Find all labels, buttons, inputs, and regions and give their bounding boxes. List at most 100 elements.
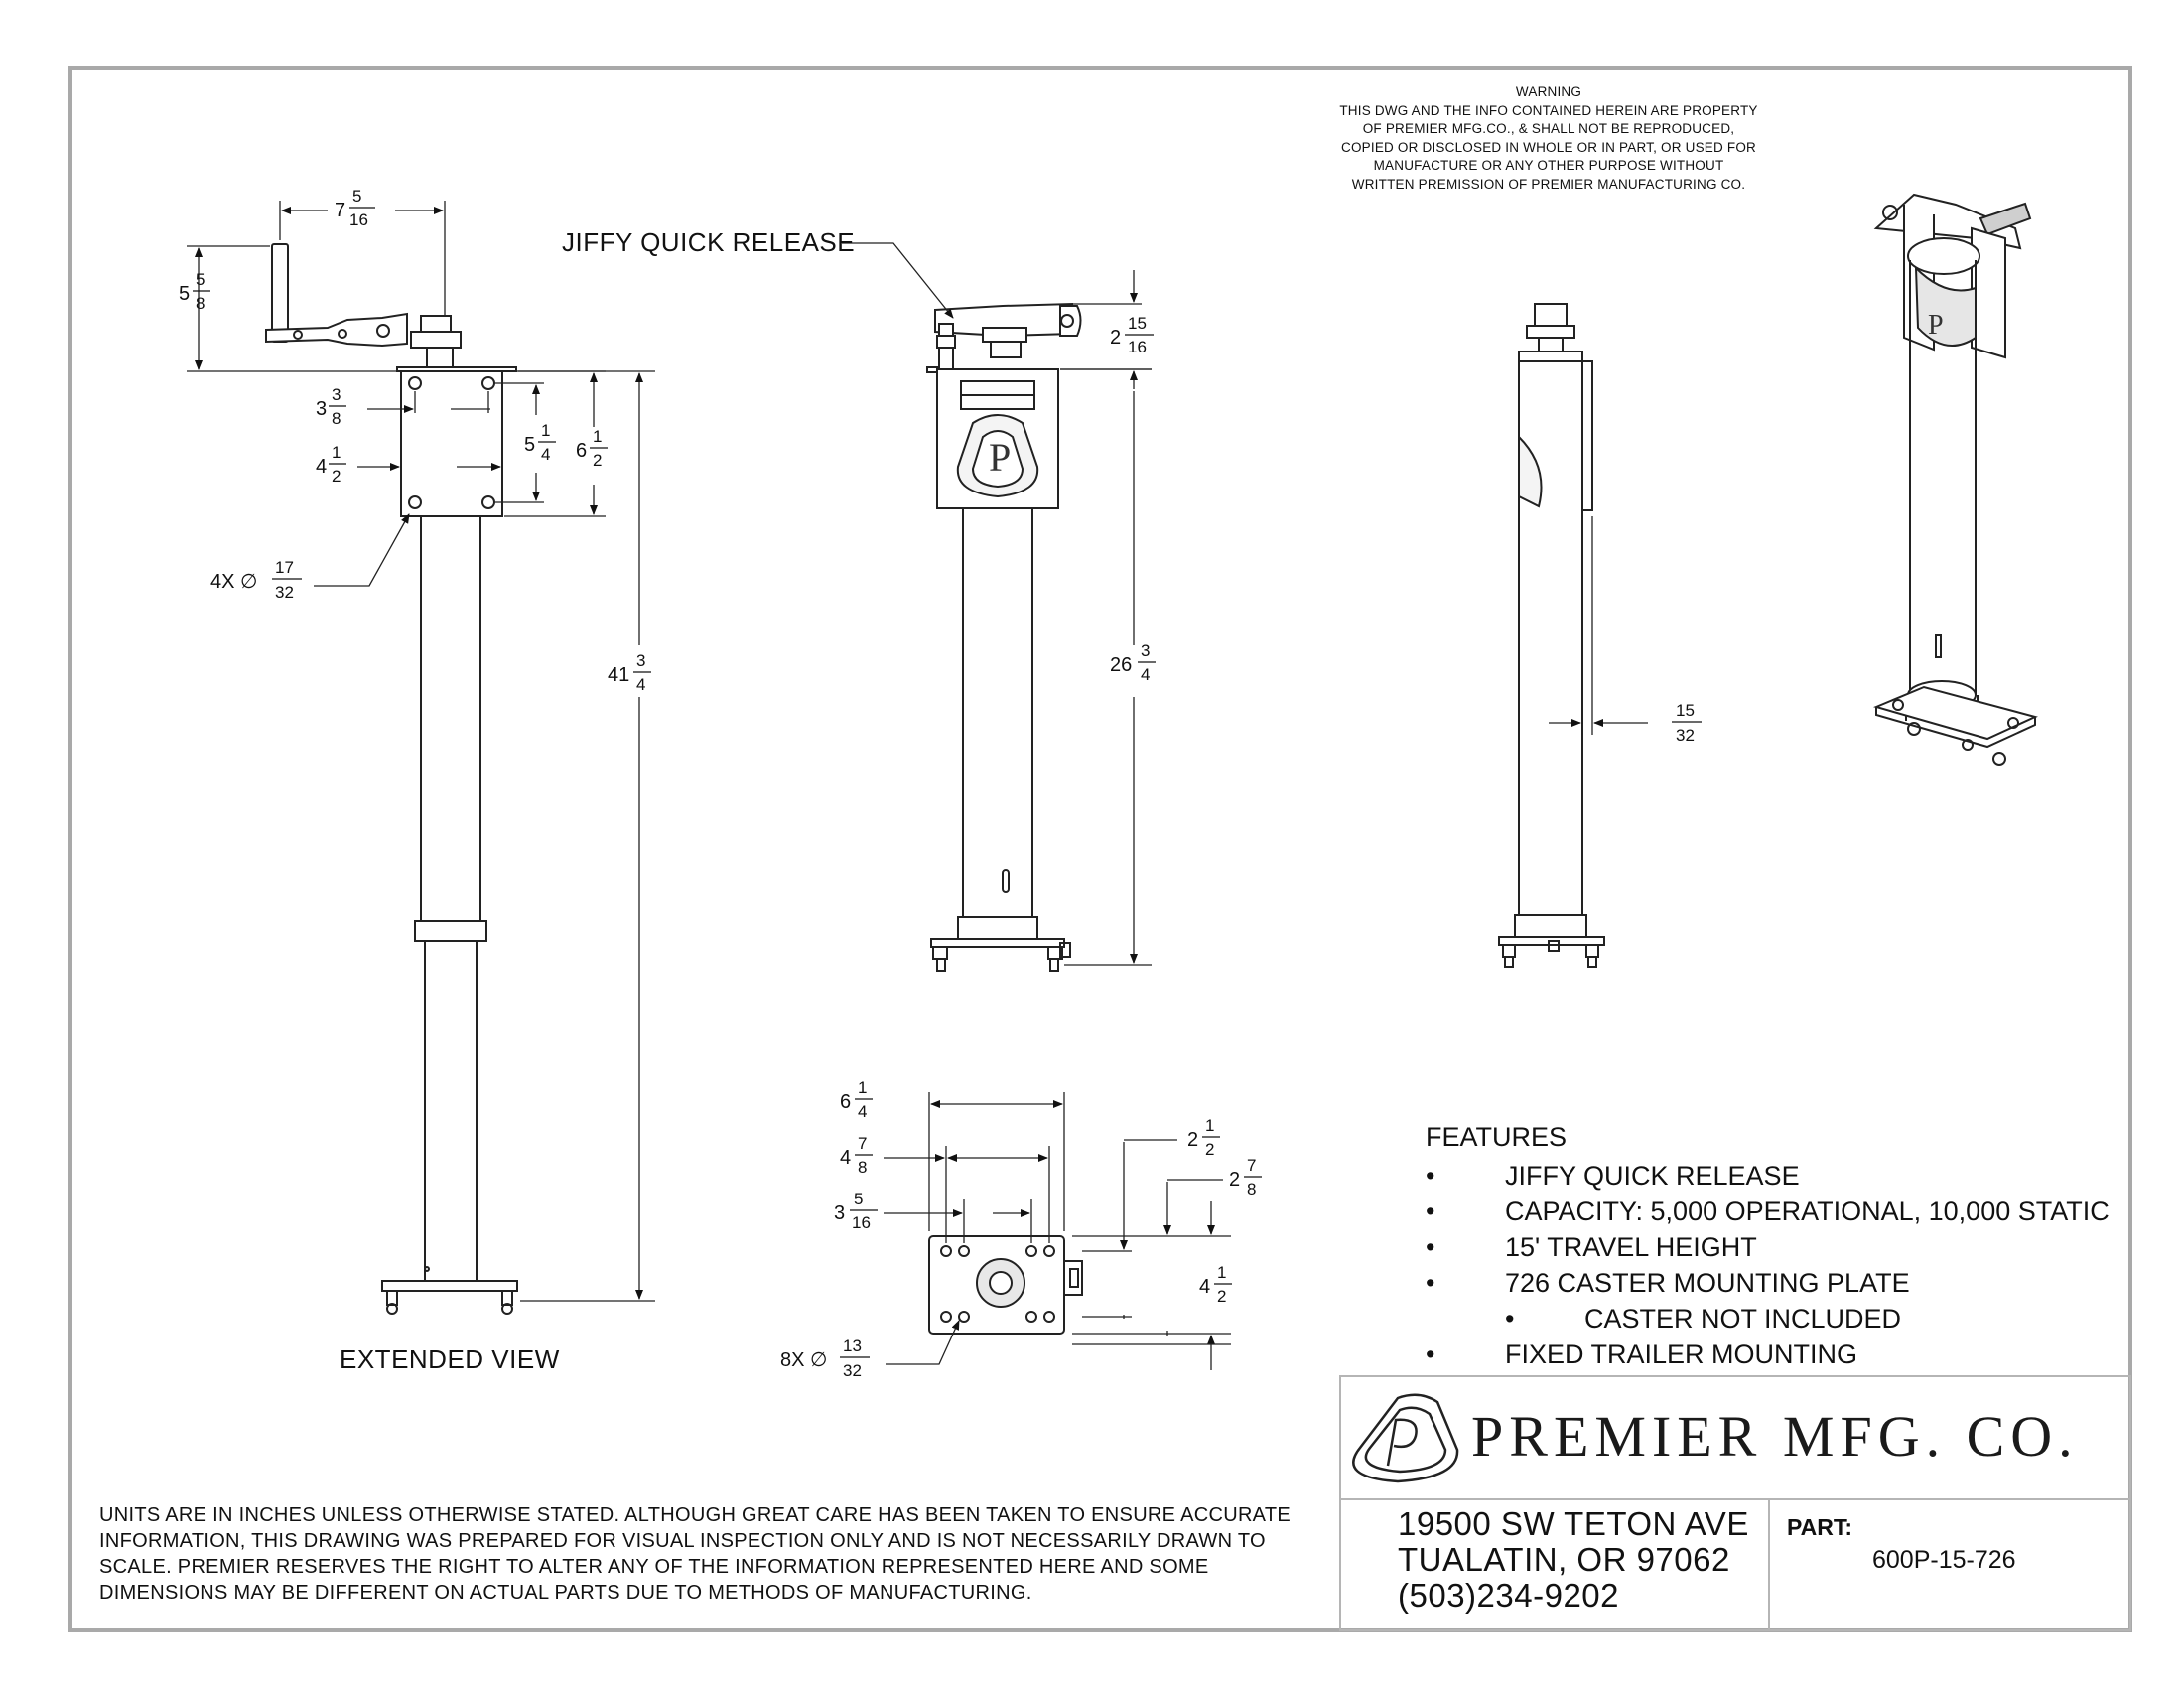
svg-text:1: 1 — [541, 421, 550, 440]
svg-text:4: 4 — [840, 1147, 851, 1169]
svg-text:2: 2 — [593, 451, 602, 470]
dim-plate-thickness: 15 32 — [1672, 701, 1702, 745]
base-plate-drawing — [928, 1235, 1083, 1335]
svg-text:16: 16 — [1128, 338, 1147, 356]
company-name: PREMIER MFG. CO. — [1471, 1404, 2079, 1469]
svg-text:8: 8 — [1247, 1180, 1256, 1198]
dim-retracted-height: 26 3 4 — [1110, 641, 1156, 684]
side-view-drawing — [1498, 303, 1605, 968]
note-line: SCALE. PREMIER RESERVES THE RIGHT TO ALT… — [99, 1556, 1209, 1578]
svg-text:2: 2 — [1110, 327, 1121, 349]
warning-line: WRITTEN PREMISSION OF PREMIER MANUFACTUR… — [1351, 176, 1746, 192]
dim-top-clearance: 2 15 16 — [1110, 314, 1154, 356]
svg-text:41: 41 — [608, 664, 629, 686]
isometric-view-drawing: P — [1872, 193, 2038, 766]
warning-line: THIS DWG AND THE INFO CONTAINED HEREIN A… — [1339, 102, 1758, 118]
svg-text:3: 3 — [332, 385, 341, 404]
svg-text:2: 2 — [1205, 1140, 1214, 1159]
feature-item: • 15' TRAVEL HEIGHT — [1426, 1229, 2110, 1265]
warning-line: MANUFACTURE OR ANY OTHER PURPOSE WITHOUT — [1373, 158, 1724, 173]
warning-line: COPIED OR DISCLOSED IN WHOLE OR IN PART,… — [1341, 139, 1756, 155]
svg-text:2: 2 — [1187, 1129, 1198, 1151]
svg-text:1: 1 — [1217, 1263, 1226, 1282]
bullet-icon: • — [1426, 1232, 1435, 1262]
feature-text: 726 CASTER MOUNTING PLATE — [1505, 1268, 1910, 1298]
dim-base-hole-v-inner: 2 1 2 — [1187, 1116, 1220, 1159]
feature-text: CAPACITY: 5,000 OPERATIONAL, 10,000 STAT… — [1505, 1196, 2110, 1226]
extended-view-drawing — [265, 243, 518, 1315]
svg-text:4: 4 — [1199, 1276, 1210, 1298]
note-line: DIMENSIONS MAY BE DIFFERENT ON ACTUAL PA… — [99, 1582, 1032, 1604]
dim-base-hole-v-outer: 2 7 8 — [1229, 1156, 1262, 1198]
svg-text:5: 5 — [352, 187, 361, 206]
feature-text: FIXED TRAILER MOUNTING — [1505, 1339, 1858, 1369]
extended-view-label: EXTENDED VIEW — [340, 1344, 560, 1374]
svg-text:5: 5 — [196, 270, 205, 289]
svg-text:5: 5 — [854, 1190, 863, 1208]
dim-plate-hole-h: 3 3 8 — [316, 385, 346, 428]
company-address: 19500 SW TETON AVE TUALATIN, OR 97062 (5… — [1398, 1506, 1749, 1614]
sheet-border — [68, 66, 2132, 1632]
feature-item: • FIXED TRAILER MOUNTING — [1426, 1336, 2110, 1372]
feature-text: 15' TRAVEL HEIGHT — [1505, 1232, 1757, 1262]
jiffy-quick-release-callout: JIFFY QUICK RELEASE — [562, 227, 856, 257]
svg-text:8: 8 — [196, 294, 205, 313]
svg-text:2: 2 — [332, 467, 341, 486]
svg-text:7: 7 — [858, 1134, 867, 1153]
svg-text:2: 2 — [1217, 1287, 1226, 1306]
note-line: INFORMATION, THIS DRAWING WAS PREPARED F… — [99, 1530, 1266, 1552]
svg-text:3: 3 — [1141, 641, 1150, 660]
svg-text:17: 17 — [275, 558, 294, 577]
dim-base-width: 6 1 4 — [840, 1078, 873, 1121]
dimension-labels: 7 5 16 5 5 8 3 3 8 4 1 2 5 1 4 — [179, 187, 1702, 1380]
dim-mount-holes: 4X ∅ 17 32 — [210, 558, 302, 602]
feature-item: •JIFFY QUICK RELEASE — [1426, 1158, 2110, 1194]
dim-plate-height: 6 1 2 — [576, 427, 608, 470]
disclaimer-notes: UNITS ARE IN INCHES UNLESS OTHERWISE STA… — [99, 1502, 1291, 1606]
svg-text:2: 2 — [1229, 1169, 1240, 1191]
svg-text:32: 32 — [843, 1361, 862, 1380]
svg-text:P: P — [989, 435, 1011, 480]
feature-item: • 726 CASTER MOUNTING PLATE — [1426, 1265, 2110, 1301]
svg-text:7: 7 — [1247, 1156, 1256, 1175]
address-line: TUALATIN, OR 97062 — [1398, 1541, 1730, 1578]
svg-text:4: 4 — [541, 445, 550, 464]
svg-text:1: 1 — [332, 443, 341, 462]
svg-text:16: 16 — [852, 1213, 871, 1232]
svg-text:13: 13 — [843, 1336, 862, 1355]
feature-item: • CAPACITY: 5,000 OPERATIONAL, 10,000 STA… — [1426, 1194, 2110, 1229]
svg-text:6: 6 — [840, 1091, 851, 1113]
svg-text:7: 7 — [335, 200, 345, 221]
svg-text:1: 1 — [858, 1078, 867, 1097]
svg-text:15: 15 — [1128, 314, 1147, 333]
svg-text:8: 8 — [858, 1158, 867, 1177]
feature-text: CASTER NOT INCLUDED — [1584, 1304, 1902, 1334]
svg-text:26: 26 — [1110, 654, 1132, 676]
svg-text:4: 4 — [1141, 665, 1150, 684]
svg-text:3: 3 — [636, 651, 645, 670]
note-line: UNITS ARE IN INCHES UNLESS OTHERWISE STA… — [99, 1504, 1291, 1526]
dimension-lines — [187, 201, 1648, 1370]
dim-plate-hole-v: 5 1 4 — [524, 421, 556, 464]
dim-base-depth: 4 1 2 — [1199, 1263, 1232, 1306]
dim-base-holes: 8X ∅ 13 32 — [780, 1336, 870, 1380]
svg-text:3: 3 — [834, 1202, 845, 1224]
svg-text:8X ∅: 8X ∅ — [780, 1349, 827, 1371]
svg-text:4: 4 — [636, 675, 645, 694]
warning-line: OF PREMIER MFG.CO., & SHALL NOT BE REPRO… — [1362, 121, 1735, 136]
bullet-icon: • — [1426, 1196, 1435, 1226]
svg-text:5: 5 — [524, 434, 535, 456]
svg-text:32: 32 — [1676, 726, 1695, 745]
feature-subitem: •CASTER NOT INCLUDED — [1426, 1301, 2110, 1336]
address-phone: (503)234-9202 — [1398, 1577, 1619, 1614]
premier-logo — [1352, 1393, 1459, 1483]
dim-base-hole-outer: 4 7 8 — [840, 1134, 873, 1177]
dim-extended-height: 41 3 4 — [608, 651, 651, 694]
bullet-icon: • — [1426, 1339, 1435, 1369]
dim-plate-width: 4 1 2 — [316, 443, 346, 486]
dim-base-hole-inner: 3 5 16 — [834, 1190, 878, 1232]
bullet-icon: • — [1426, 1268, 1435, 1298]
svg-text:16: 16 — [349, 211, 368, 229]
part-number: 600P-15-726 — [1872, 1546, 2016, 1574]
